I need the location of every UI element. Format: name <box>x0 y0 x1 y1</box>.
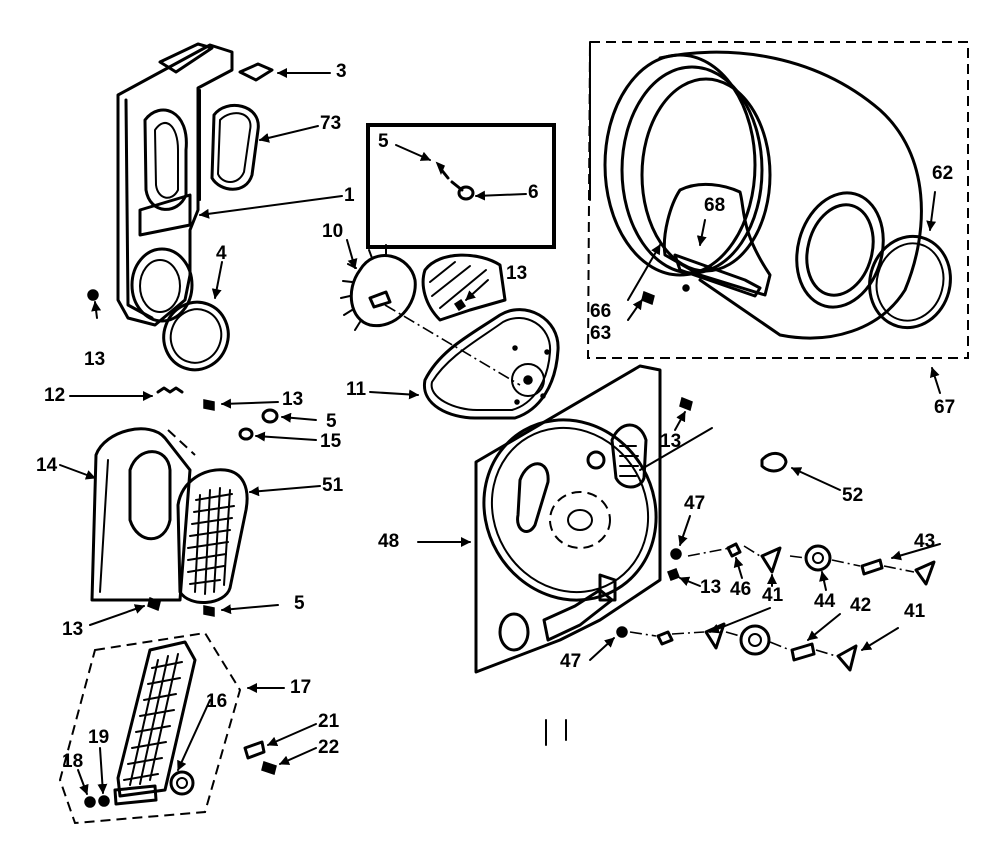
callout-12: 12 <box>44 385 66 406</box>
leader-41-44 <box>709 607 771 634</box>
ring-part-4 <box>162 261 230 372</box>
blower-housing <box>421 253 507 322</box>
blower-wheel-part-10 <box>340 239 417 331</box>
lint-duct-part-14 <box>59 427 196 602</box>
callout-46: 46 <box>730 579 752 600</box>
callout-16: 16 <box>206 691 228 712</box>
callout-19: 19 <box>88 727 110 748</box>
callout-41b: 41 <box>904 601 926 622</box>
screw-part-63 <box>627 244 661 321</box>
callout-11: 11 <box>346 379 367 400</box>
callout-13f: 13 <box>700 577 722 598</box>
callout-13e: 13 <box>660 431 682 452</box>
lint-filter-assembly-part-17 <box>58 631 285 825</box>
drum-inset-box-part-67 <box>586 41 969 359</box>
screws-parts-13-5 <box>89 596 279 626</box>
callout-13b: 13 <box>506 263 528 284</box>
callout-66: 66 <box>590 301 612 322</box>
parts-21-22 <box>243 723 317 775</box>
leader-67 <box>929 367 941 394</box>
rear-bulkhead-part-48 <box>417 364 662 674</box>
callout-5a: 5 <box>378 131 389 152</box>
callout-5c: 5 <box>294 593 305 614</box>
callout-22: 22 <box>318 737 340 758</box>
callout-13d: 13 <box>62 619 84 640</box>
callout-18: 18 <box>62 751 84 772</box>
front-panel-part-1 <box>116 42 234 327</box>
callout-48: 48 <box>378 531 400 552</box>
callout-13c: 13 <box>282 389 304 410</box>
callout-51: 51 <box>322 475 344 496</box>
callout-47a: 47 <box>684 493 706 514</box>
callout-3: 3 <box>336 61 347 82</box>
callout-68: 68 <box>704 195 726 216</box>
drum-part-62-66 <box>603 50 952 340</box>
grille-part-51 <box>176 468 321 605</box>
callout-15: 15 <box>320 431 342 452</box>
baffle-part-68 <box>662 182 772 298</box>
callout-13a: 13 <box>84 349 106 370</box>
callout-10: 10 <box>322 221 344 242</box>
callout-42: 42 <box>850 595 872 616</box>
tick-marks <box>545 719 567 746</box>
seal-part-73 <box>210 103 319 191</box>
screw-part-13e <box>674 396 693 431</box>
screw-part-13a <box>87 289 102 319</box>
idler-assembly-lower <box>589 613 899 672</box>
callout-41a: 41 <box>762 585 784 606</box>
callout-62: 62 <box>932 163 954 184</box>
inset-box-parts-5-6 <box>366 123 556 249</box>
callout-21: 21 <box>318 711 340 732</box>
callout-14: 14 <box>36 455 58 476</box>
callout-67: 67 <box>934 397 956 418</box>
callout-4: 4 <box>216 243 227 264</box>
callout-5b: 5 <box>326 411 337 432</box>
blower-cover-part-11 <box>369 308 560 420</box>
centerline-blower <box>384 304 521 386</box>
leader-1 <box>199 195 343 219</box>
callout-43: 43 <box>914 531 936 552</box>
callout-73: 73 <box>320 113 342 134</box>
callout-52: 52 <box>842 485 864 506</box>
callout-1: 1 <box>344 185 355 206</box>
fasteners-parts-12-13-5-15 <box>69 386 317 442</box>
clip-part-3 <box>238 62 331 82</box>
callout-44: 44 <box>814 591 836 612</box>
idler-assembly-upper <box>667 515 941 591</box>
callout-6: 6 <box>528 182 539 203</box>
callout-63: 63 <box>590 323 612 344</box>
callout-47b: 47 <box>560 651 582 672</box>
cap-part-52 <box>639 427 841 491</box>
callout-17: 17 <box>290 677 312 698</box>
